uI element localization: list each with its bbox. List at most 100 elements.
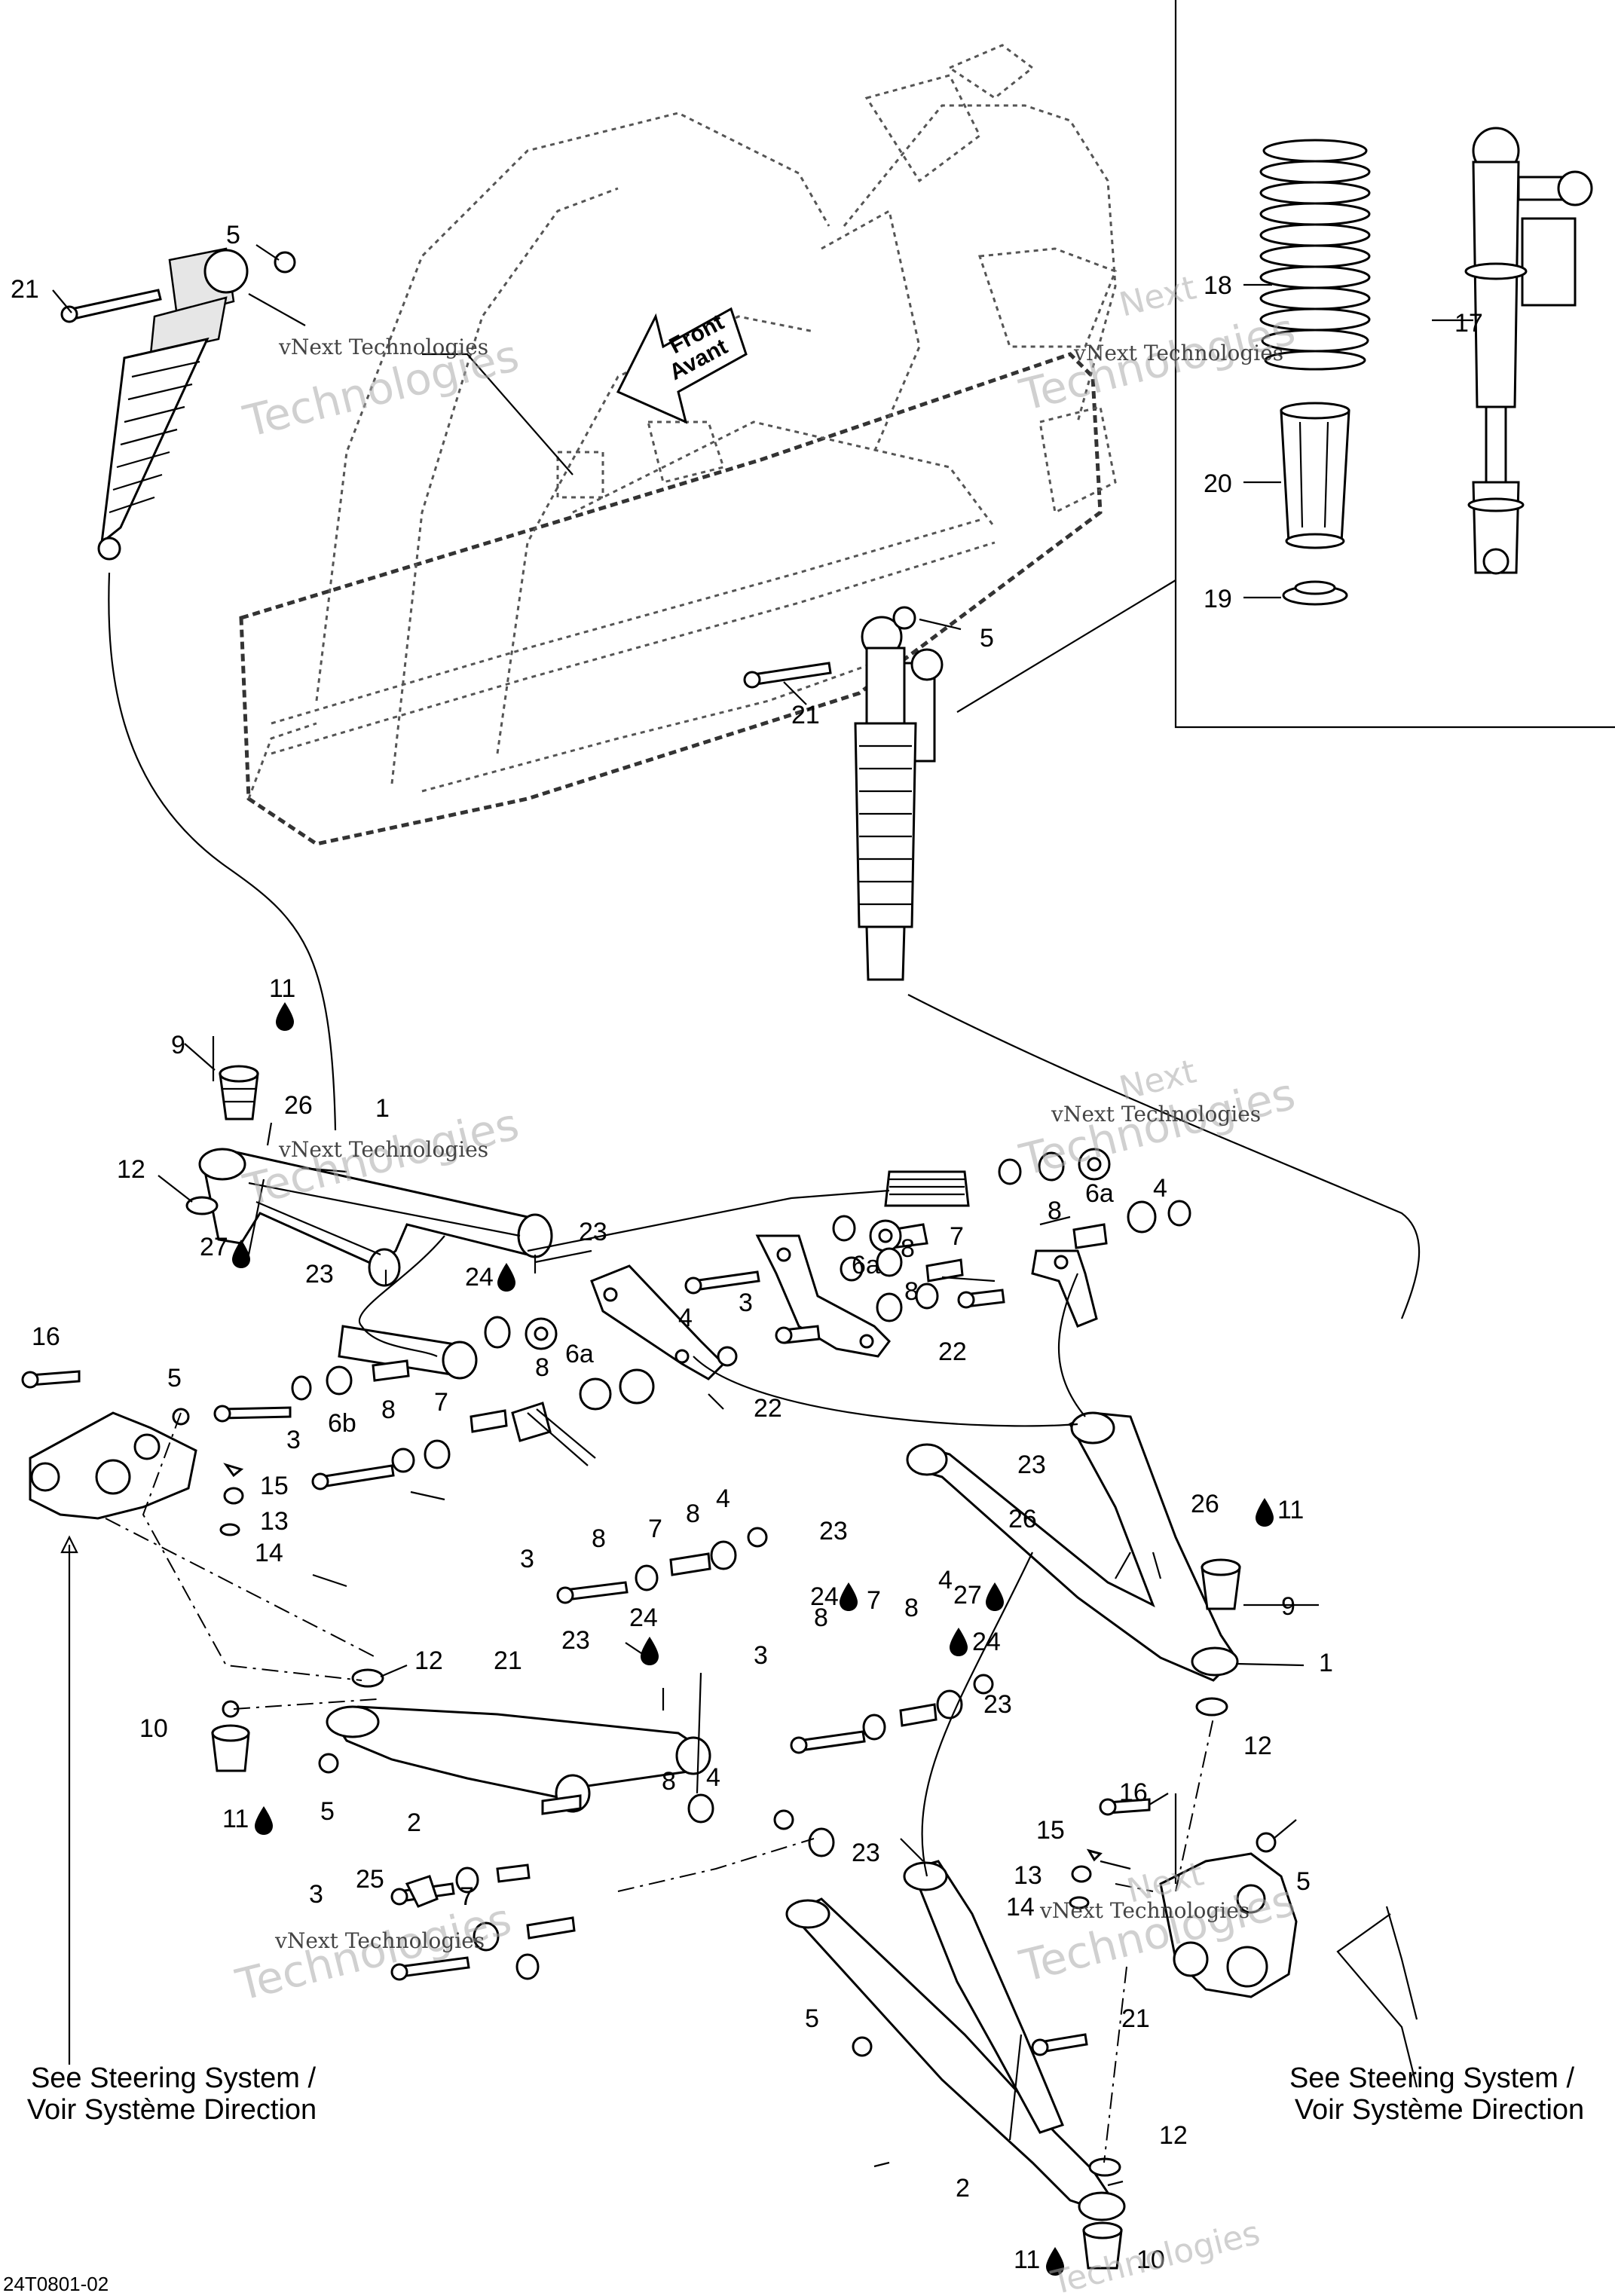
callout: 26 xyxy=(1191,1490,1219,1518)
svg-text:Technologies: Technologies xyxy=(1047,2214,1264,2296)
callout: 3 xyxy=(754,1641,768,1670)
callout: 21 xyxy=(494,1646,522,1675)
callout: 11 xyxy=(1014,2246,1040,2274)
callout: 8 xyxy=(904,1594,919,1622)
ball-joint-left xyxy=(219,1065,259,1120)
upper-a-arm-left xyxy=(198,1148,553,1287)
callout: 22 xyxy=(754,1394,782,1423)
left-knuckle xyxy=(21,1370,244,1536)
callout: 14 xyxy=(1006,1893,1035,1921)
nut-right-lower xyxy=(852,2036,873,2057)
callout: 9 xyxy=(171,1031,185,1059)
callout: 12 xyxy=(1243,1732,1272,1760)
svg-text:vNext Technologies: vNext Technologies xyxy=(1039,1898,1249,1923)
callout: 5 xyxy=(226,221,240,249)
callout: 4 xyxy=(678,1304,693,1332)
callout: 23 xyxy=(561,1626,590,1655)
callout: 15 xyxy=(260,1472,289,1500)
callout: 6a xyxy=(852,1251,880,1279)
left-shock-absorber xyxy=(97,247,249,561)
callout: 12 xyxy=(1159,2121,1188,2150)
callout: 27 xyxy=(953,1581,982,1610)
callout: 8 xyxy=(904,1277,919,1306)
callout: 8 xyxy=(1048,1197,1062,1225)
callout: 8 xyxy=(535,1353,549,1382)
callout: 21 xyxy=(791,701,820,729)
callout: 24 xyxy=(972,1628,1001,1656)
right-shock-absorber xyxy=(854,616,944,981)
callout: 5 xyxy=(167,1364,182,1393)
callout: 13 xyxy=(1014,1861,1042,1890)
shock-body-part xyxy=(1464,127,1593,575)
callout: 23 xyxy=(819,1517,848,1545)
shock-detail-inset xyxy=(1174,0,1615,729)
callout: 6a xyxy=(565,1340,594,1368)
lower-a-arm-right xyxy=(785,1860,1126,2221)
callout: 5 xyxy=(805,2004,819,2033)
sleeve-part xyxy=(1280,402,1350,549)
callout: 23 xyxy=(852,1839,880,1867)
svg-text:Next: Next xyxy=(1115,268,1200,324)
nut-left-lower xyxy=(318,1753,339,1774)
callout: 17 xyxy=(1454,309,1483,338)
callout: 4 xyxy=(938,1566,953,1594)
callout: 12 xyxy=(117,1155,145,1184)
see-steering-line2: Voir Système Direction xyxy=(1295,2094,1584,2126)
front-direction-arrow: Front Avant xyxy=(616,307,748,424)
callout: 5 xyxy=(980,624,994,653)
callout: 1 xyxy=(375,1094,390,1123)
callout: 8 xyxy=(662,1767,676,1796)
upper-arm-hardware xyxy=(213,1264,738,1490)
callout: 8 xyxy=(901,1234,915,1263)
shock-bolts-top xyxy=(60,251,916,689)
upper-a-arm-right xyxy=(906,1411,1239,1682)
callout: 23 xyxy=(579,1218,607,1246)
callout: 23 xyxy=(305,1260,334,1289)
see-steering-note-left: See Steering System / Voir Système Direc… xyxy=(27,2062,317,2126)
callout: 23 xyxy=(1017,1451,1046,1479)
callout: 7 xyxy=(648,1515,662,1543)
spring-part xyxy=(1259,139,1371,371)
callout: 16 xyxy=(1119,1778,1148,1807)
callout: 18 xyxy=(1204,271,1232,300)
spring-collar-part xyxy=(1282,580,1348,606)
lower-ball-joint-right xyxy=(1082,2221,1123,2270)
callout: 19 xyxy=(1204,585,1232,613)
right-knuckle xyxy=(1069,1798,1298,1998)
callout: 10 xyxy=(1136,2246,1165,2274)
right-upper-hardware xyxy=(684,1148,1191,1358)
callout: 3 xyxy=(286,1426,301,1454)
callout: 24 xyxy=(810,1582,839,1611)
callout: 5 xyxy=(320,1797,335,1826)
vehicle-frame: Front Avant xyxy=(239,44,1117,846)
callout: 3 xyxy=(520,1545,534,1573)
callout: 24 xyxy=(465,1263,494,1292)
svg-text:vNext Technologies: vNext Technologies xyxy=(278,335,488,359)
callout: 21 xyxy=(1121,2004,1150,2033)
callout: 1 xyxy=(1319,1649,1333,1677)
callout: 2 xyxy=(956,2174,970,2203)
callout: 3 xyxy=(309,1880,323,1909)
callout: 16 xyxy=(32,1322,60,1351)
lower-ball-joint-left xyxy=(211,1700,250,1772)
callout: 27 xyxy=(200,1233,228,1261)
circlip-right-upper xyxy=(1195,1697,1228,1717)
callout: 10 xyxy=(139,1714,168,1743)
callout: 7 xyxy=(434,1388,448,1417)
callout: 26 xyxy=(1008,1505,1037,1533)
callout: 4 xyxy=(706,1763,720,1792)
callout: 22 xyxy=(938,1338,967,1366)
callout: 24 xyxy=(629,1604,658,1632)
callout: 25 xyxy=(356,1865,384,1894)
see-steering-line2: Voir Système Direction xyxy=(27,2094,317,2126)
callout: 7 xyxy=(867,1586,881,1615)
callout: 8 xyxy=(814,1604,828,1632)
callout: 9 xyxy=(1281,1592,1295,1621)
callout: 2 xyxy=(407,1808,421,1837)
callout: 6b xyxy=(328,1409,356,1438)
lower-a-arm-left xyxy=(326,1705,711,1813)
callout: 7 xyxy=(950,1222,964,1251)
callout: 20 xyxy=(1204,469,1232,498)
